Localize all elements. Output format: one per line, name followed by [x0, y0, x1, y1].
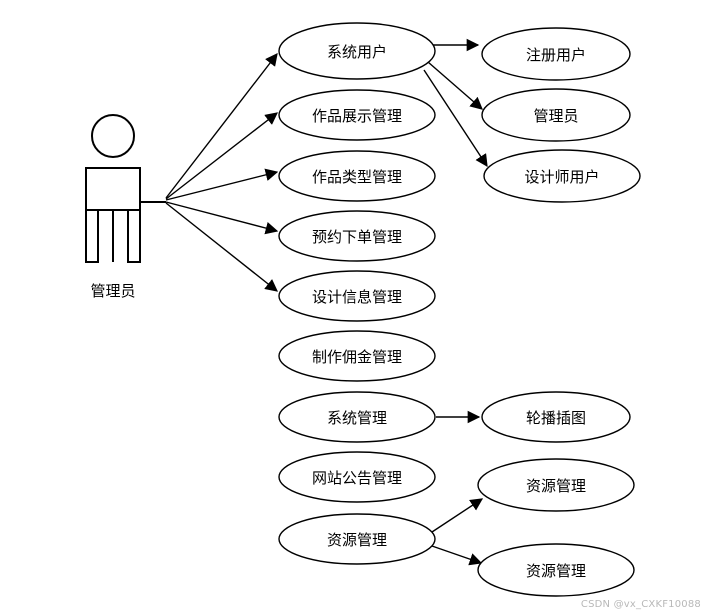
- usecases-group: [278, 22, 641, 597]
- actor-admin: [85, 114, 166, 263]
- edges-group: [165, 38, 488, 566]
- usecase-e15: [477, 543, 635, 597]
- edge-actor-e1: [165, 53, 278, 199]
- usecase-e12: [483, 149, 641, 203]
- usecase-e9: [278, 513, 436, 565]
- usecase-e6: [278, 330, 436, 382]
- usecase-e8: [278, 451, 436, 503]
- edge-actor-e2: [165, 112, 278, 200]
- usecase-e13: [481, 391, 631, 443]
- usecase-e10: [481, 27, 631, 81]
- watermark-text: CSDN @vx_CXKF10088: [580, 599, 701, 610]
- usecase-e4: [278, 210, 436, 262]
- usecase-e1: [278, 22, 436, 80]
- edge-actor-e3: [165, 168, 279, 201]
- usecase-e3: [278, 150, 436, 202]
- usecase-e7: [278, 391, 436, 443]
- edge-actor-e4: [165, 201, 279, 235]
- usecase-e14: [477, 458, 635, 512]
- edge-actor-e5: [165, 202, 278, 292]
- edge-e9-e14: [431, 498, 484, 533]
- edge-e1-e12: [423, 69, 488, 168]
- usecase-e2: [278, 89, 436, 141]
- edge-e1-e11: [427, 61, 483, 110]
- edge-e9-e15: [431, 545, 483, 566]
- usecase-e5: [278, 270, 436, 322]
- usecase-e11: [481, 88, 631, 142]
- actor-label-admin: 管理员: [90, 282, 136, 300]
